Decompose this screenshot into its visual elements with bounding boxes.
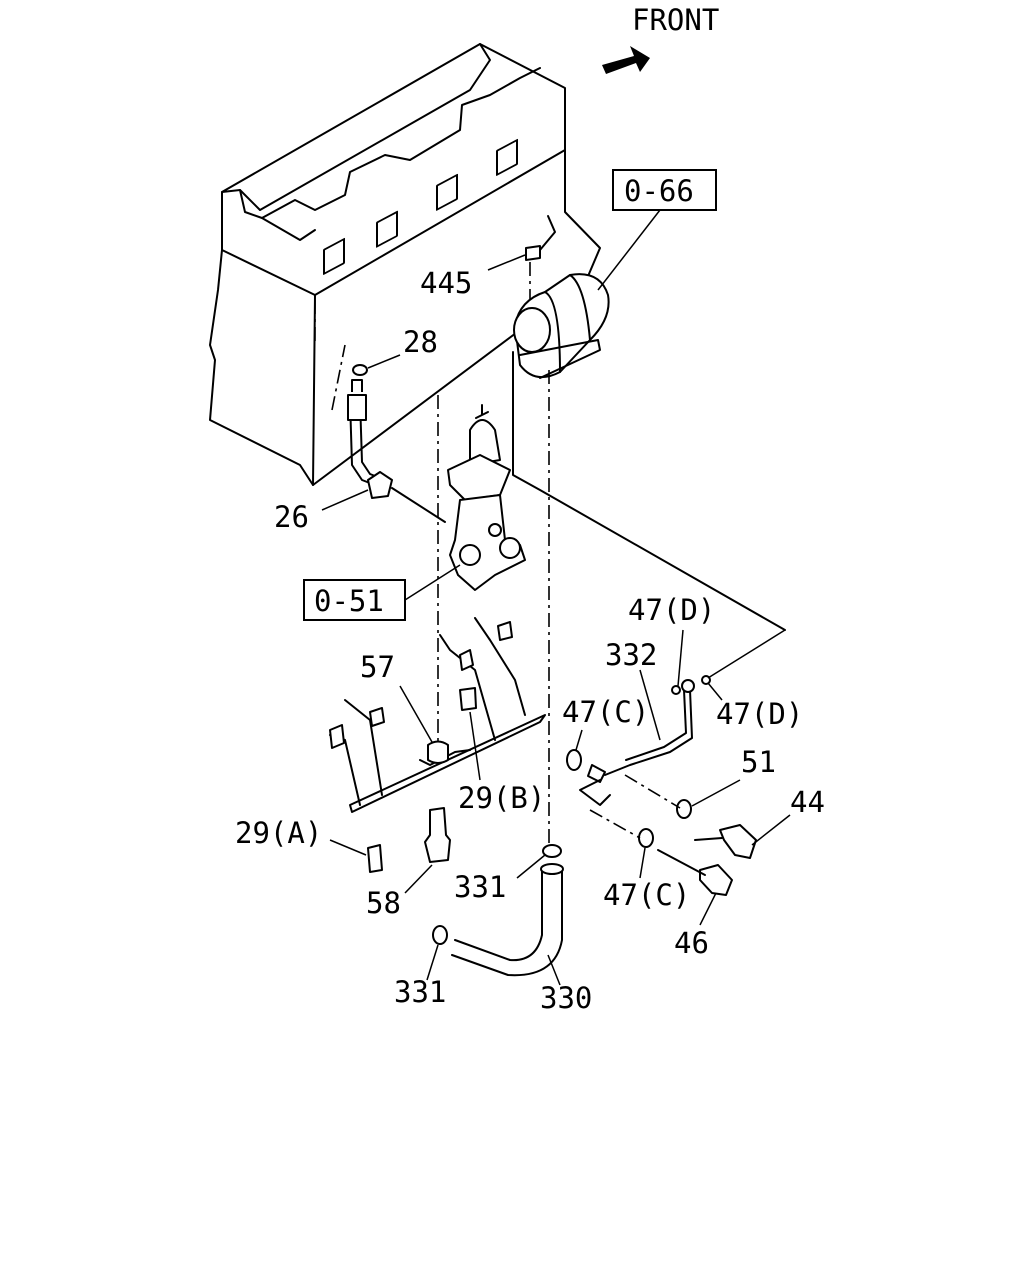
label-58: 58 [366,886,401,920]
engine-block [209,43,601,486]
label-332: 332 [605,638,657,672]
air-dryer [447,404,526,591]
air-compressor [512,215,786,631]
label-46: 46 [674,926,709,960]
leader-44 [751,814,791,846]
connector-47d [707,629,786,679]
bolt-46 [699,864,733,896]
label-331-lower: 331 [394,975,446,1009]
label-51: 51 [741,745,776,779]
ref-box-051 [303,579,406,621]
label-47c-upper: 47(C) [562,695,649,729]
washer-47c-lower [638,828,654,848]
engine-port-1 [323,237,345,275]
label-26: 26 [274,500,309,534]
engine-port-3 [436,173,458,211]
label-44: 44 [790,785,825,819]
label-47d-right: 47(D) [716,697,803,731]
hose-330 [432,370,564,977]
leader-26 [321,489,369,511]
leader-332 [639,669,661,741]
leader-47c-upper [575,729,583,751]
leader-57 [399,685,433,743]
leader-445 [487,254,526,271]
leader-46 [699,892,717,926]
leader-47c-lower [639,847,646,879]
label-47d-upper: 47(D) [628,593,715,627]
leader-051 [404,564,461,601]
leader-47d-upper [677,629,684,687]
label-57: 57 [360,650,395,684]
pipe-assembly-57 [329,395,546,813]
label-29b: 29(B) [458,781,545,815]
label-29a: 29(A) [235,816,322,850]
front-label: FRONT [632,3,719,37]
part-28 [352,364,368,376]
label-331-upper: 331 [454,870,506,904]
part-29a [367,844,383,873]
leader-51 [691,779,741,807]
front-arrow-icon [602,46,650,74]
label-330: 330 [540,981,592,1015]
part-58 [424,807,451,863]
bolt-44 [719,824,757,859]
washer-47c-upper [566,749,582,771]
pipe-26 [347,379,446,523]
label-47c-lower: 47(C) [603,878,690,912]
leader-29b [469,711,481,781]
ref-066-label: 0-66 [624,174,694,208]
washer-51 [676,799,692,819]
engine-port-4 [496,138,518,176]
label-28: 28 [403,325,438,359]
label-445: 445 [420,266,472,300]
leader-47d-right [707,682,723,701]
ref-051-label: 0-51 [314,584,384,618]
leader-28 [367,354,401,369]
pipe-332 [566,675,757,896]
leader-58 [404,864,433,894]
leader-066 [597,209,661,291]
leader-330 [547,954,561,986]
ref-box-066 [612,169,717,211]
engine-port-2 [376,210,398,248]
leader-331-lower [426,944,439,981]
leader-331-upper [516,854,546,879]
leader-29a [329,839,367,856]
